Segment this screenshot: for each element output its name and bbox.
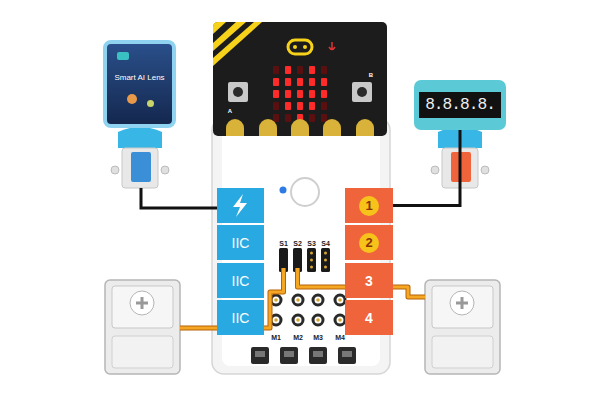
led-pixel: [273, 90, 279, 98]
led-pixel: [309, 102, 315, 110]
digital-port: 1: [345, 188, 393, 223]
led-pixel: [309, 90, 315, 98]
digit-display-module: 8.8.8.8.: [414, 80, 506, 130]
lens-plug: [111, 127, 169, 188]
led-pixel: [273, 78, 279, 86]
node-text: IIC: [232, 273, 250, 289]
node-text: 2: [359, 233, 379, 253]
node-text: IIC: [232, 310, 250, 326]
digital-port: 3: [345, 263, 393, 298]
led-pixel: [321, 78, 327, 86]
led-pixel: [297, 102, 303, 110]
servo-headers: [279, 248, 330, 272]
led-pixel: [285, 90, 291, 98]
motor-port-label: M3: [313, 334, 323, 341]
lens-wire: [141, 188, 217, 208]
node-text: 4: [365, 310, 373, 326]
led-pixel: [321, 114, 327, 122]
edge-pins: [226, 119, 374, 136]
led-pixel: [321, 90, 327, 98]
planet: [147, 100, 154, 107]
iic-port: IIC: [217, 300, 264, 335]
led-pixel: [321, 66, 327, 74]
bottom-connectors: [251, 347, 356, 364]
ai-lens-module: Smart AI Lens: [103, 40, 176, 128]
node-text: IIC: [232, 235, 250, 251]
led-pixel: [297, 78, 303, 86]
led-pixel: [285, 114, 291, 122]
button-label: B: [369, 72, 373, 78]
led-pixel: [309, 78, 315, 86]
servo-right: [425, 280, 500, 374]
led-pixel: [285, 102, 291, 110]
planet: [127, 94, 137, 104]
logo-badge: [117, 52, 129, 60]
led-pixel: [285, 78, 291, 86]
iic-port: IIC: [217, 225, 264, 260]
led: [280, 187, 287, 194]
led-pixel: [297, 90, 303, 98]
node-text: 1: [359, 196, 379, 216]
led-matrix: [273, 66, 327, 122]
led-pixel: [273, 114, 279, 122]
button: [291, 178, 319, 206]
led-pixel: [297, 66, 303, 74]
iic-port: IIC: [217, 263, 264, 298]
servo-pin-label: S1: [279, 240, 288, 247]
node-text: 3: [365, 273, 373, 289]
servo-pin-label: S2: [293, 240, 302, 247]
motor-port-label: M4: [335, 334, 345, 341]
motor-port-pins: [274, 298, 342, 322]
expansion-board: [212, 118, 390, 374]
digital-port: 2: [345, 225, 393, 260]
digital-port: 4: [345, 300, 393, 335]
button-label: A: [228, 108, 232, 114]
node-text: 8.8.8.8.: [419, 92, 501, 118]
led-pixel: [273, 66, 279, 74]
motor-ports: [271, 295, 345, 325]
led-pixel: [309, 66, 315, 74]
motor-port-label: M2: [293, 334, 303, 341]
wire-line: [393, 130, 460, 206]
servo-pin-label: S4: [321, 240, 330, 247]
power-port: [217, 188, 264, 223]
wire-connector: [393, 130, 460, 206]
led-pixel: [309, 114, 315, 122]
led-pixel: [273, 102, 279, 110]
microbit: [213, 22, 387, 136]
servo-pin-label: S3: [307, 240, 316, 247]
led-pixel: [285, 66, 291, 74]
lightning-icon: [233, 194, 247, 217]
servo-left: [105, 280, 180, 374]
led-pixel: [321, 102, 327, 110]
node-text: Smart AI Lens: [114, 73, 164, 82]
motor-port-label: M1: [271, 334, 281, 341]
